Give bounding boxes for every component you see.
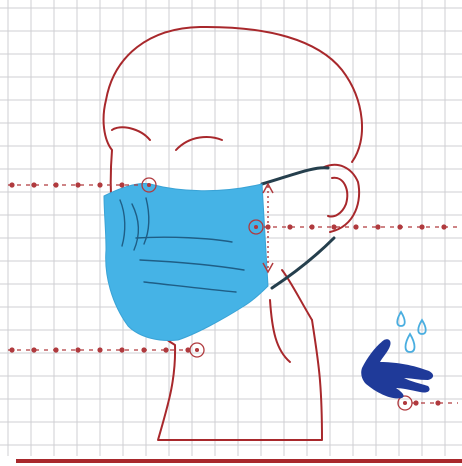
guide-dot [141, 347, 146, 352]
ear-strap-group [262, 168, 334, 288]
guide-dot [331, 224, 336, 229]
guide-dot [435, 400, 440, 405]
upper-ear-strap [262, 168, 328, 184]
guide-dot [441, 224, 446, 229]
guide-dot [119, 347, 124, 352]
guide-dot [119, 182, 124, 187]
guide-dot [53, 347, 58, 352]
guide-dot [265, 224, 270, 229]
guide-dot [75, 182, 80, 187]
guide-dot [97, 347, 102, 352]
guide-dot [9, 182, 14, 187]
eyebrow-outline [112, 127, 150, 140]
guide-dot [309, 224, 314, 229]
guide-dot [287, 224, 292, 229]
guide-dot [9, 347, 14, 352]
droplet [406, 334, 415, 352]
droplet [397, 312, 405, 326]
guide-dot [419, 224, 424, 229]
mask-body [104, 184, 268, 341]
guide-dot [53, 182, 58, 187]
guide-dot [163, 347, 168, 352]
guide-dot [97, 182, 102, 187]
guide-dot [75, 347, 80, 352]
guide-dot [413, 400, 418, 405]
bottom-bar [16, 459, 462, 463]
lower-ear-strap [272, 238, 334, 288]
ear-outline [322, 165, 359, 232]
guide-dot [375, 224, 380, 229]
guide-dot [31, 182, 36, 187]
ear-inner-outline [328, 178, 347, 217]
water-droplet-icon [397, 312, 426, 352]
guide-dot [31, 347, 36, 352]
surgical-mask-icon [104, 184, 268, 341]
guide-dot [397, 224, 402, 229]
guide-dot [353, 224, 358, 229]
